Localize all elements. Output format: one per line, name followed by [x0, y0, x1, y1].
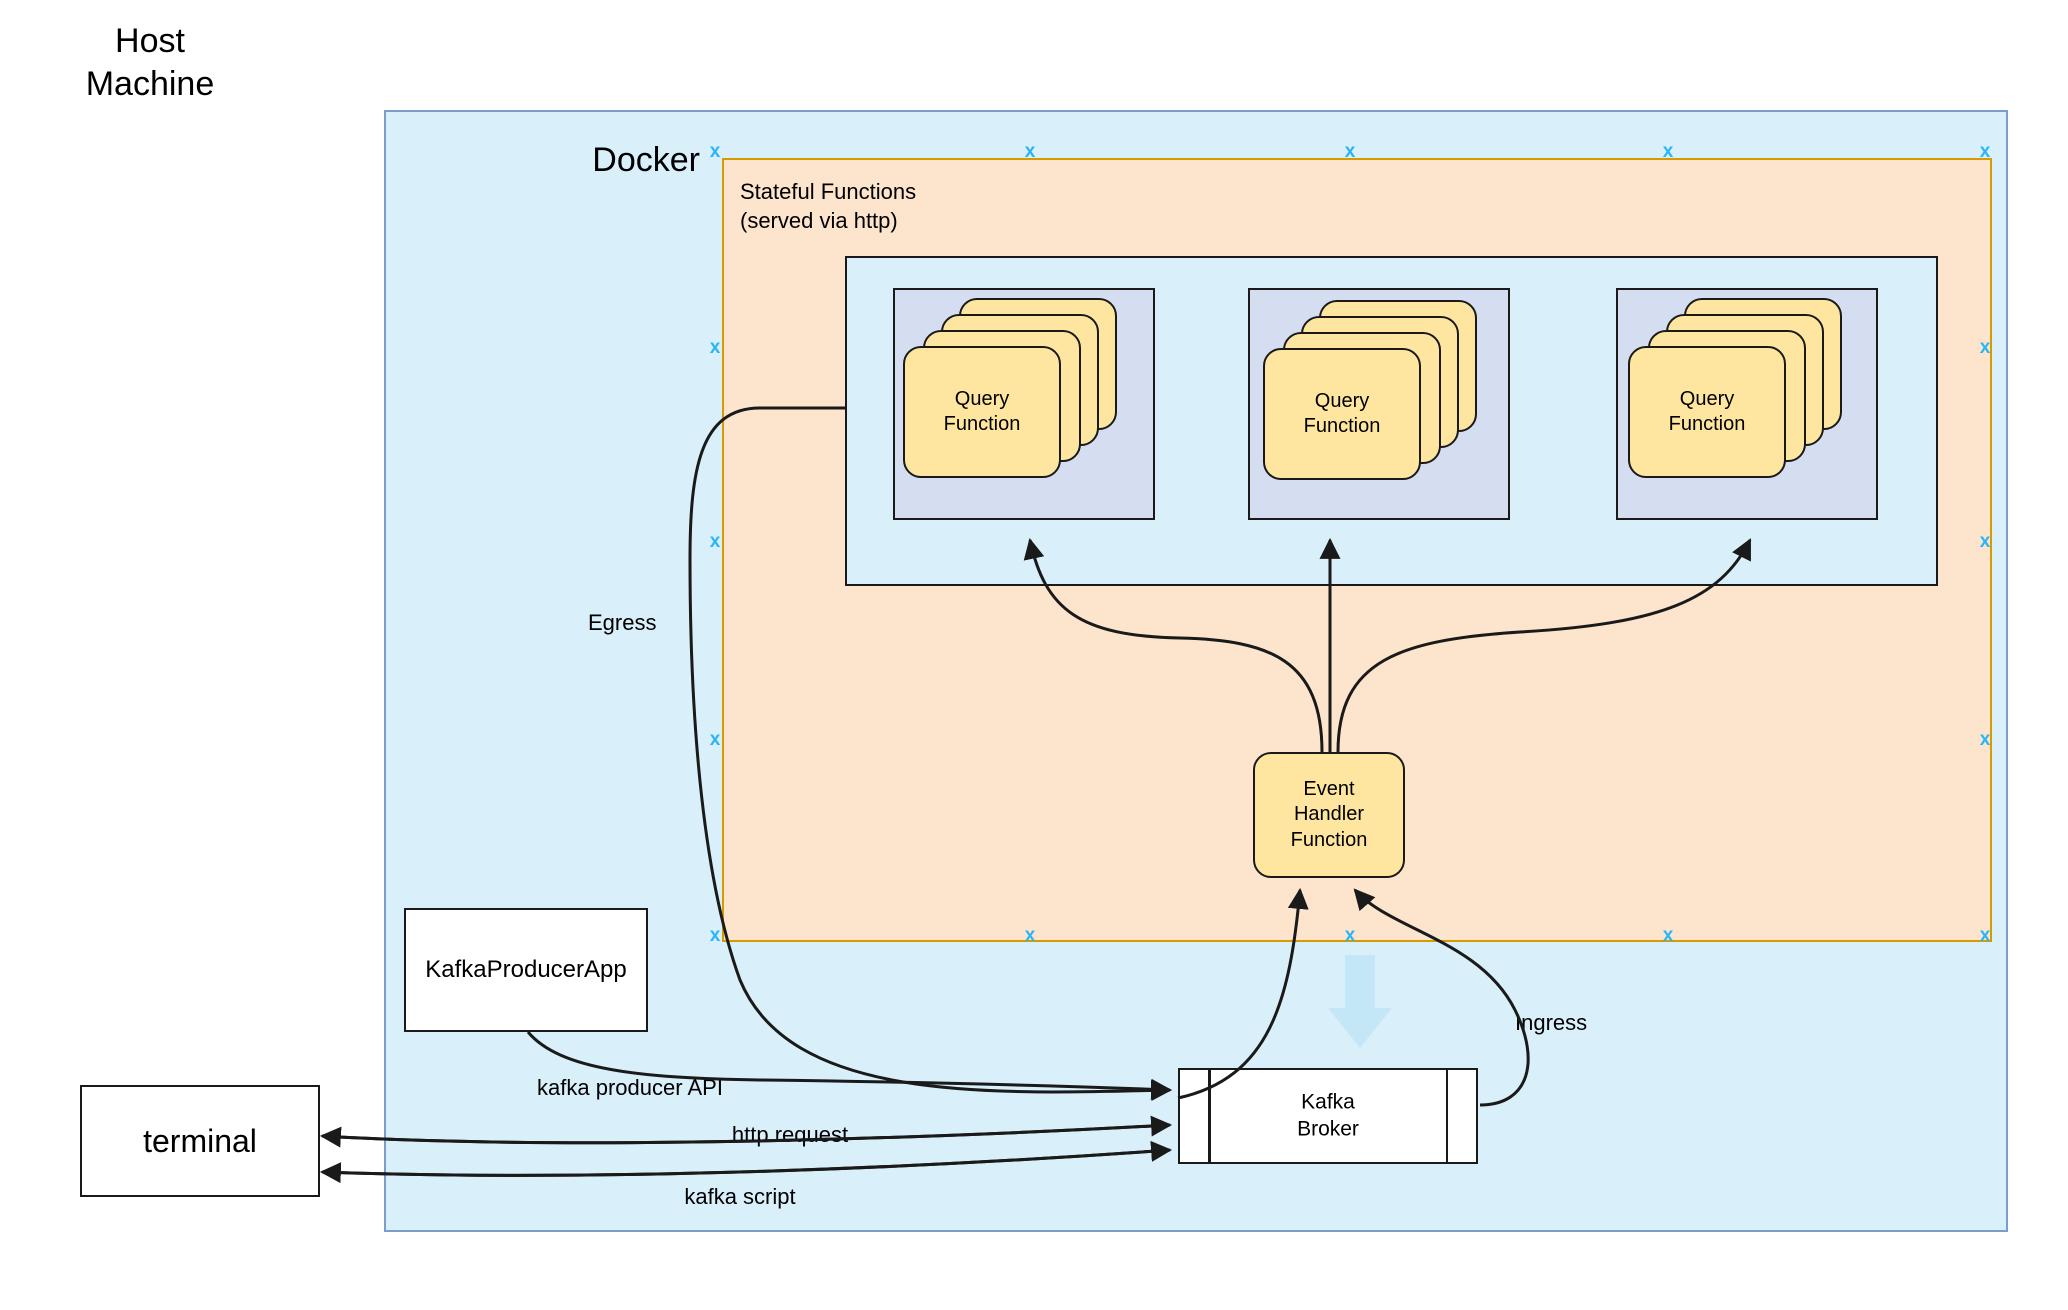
selection-handle-icon[interactable]: x	[1662, 925, 1674, 946]
query-function-stack-2[interactable]: Query Function	[1263, 300, 1493, 500]
selection-handle-icon[interactable]: x	[1024, 141, 1036, 162]
selection-handle-icon[interactable]: x	[1024, 925, 1036, 946]
process-bar-left	[1208, 1070, 1211, 1162]
selection-handle-icon[interactable]: x	[709, 925, 721, 946]
terminal-box[interactable]: terminal	[80, 1085, 320, 1197]
event-handler-function[interactable]: Event Handler Function	[1253, 752, 1405, 878]
selection-handle-icon[interactable]: x	[709, 531, 721, 552]
egress-label: Egress	[588, 610, 657, 635]
selection-handle-icon[interactable]: x	[1979, 141, 1991, 162]
selection-handle-icon[interactable]: x	[1979, 729, 1991, 750]
selection-handle-icon[interactable]: x	[1662, 141, 1674, 162]
kafka-producer-app-box[interactable]: KafkaProducerApp	[404, 908, 648, 1032]
selection-handle-icon[interactable]: x	[1979, 337, 1991, 358]
kafka-script-label: kafka script	[684, 1184, 796, 1209]
selection-handle-icon[interactable]: x	[1979, 925, 1991, 946]
query-function-card-front[interactable]: Query Function	[1628, 346, 1786, 478]
query-function-card-front[interactable]: Query Function	[1263, 348, 1421, 480]
selection-handle-icon[interactable]: x	[709, 141, 721, 162]
selection-handle-icon[interactable]: x	[1979, 531, 1991, 552]
event-handler-label: Event Handler Function	[1290, 777, 1368, 851]
docker-label: Docker	[592, 141, 700, 179]
selection-handle-icon[interactable]: x	[709, 337, 721, 358]
host-machine-label: Host Machine	[85, 22, 215, 103]
process-bar-right	[1445, 1070, 1448, 1162]
query-function-label: Query Function	[1668, 388, 1746, 435]
kafka-broker-label: Kafka Broker	[1297, 1090, 1359, 1141]
selection-handle-icon[interactable]: x	[1344, 141, 1356, 162]
kafka-producer-app-label: KafkaProducerApp	[425, 956, 627, 983]
query-function-stack-3[interactable]: Query Function	[1628, 298, 1858, 498]
stateful-functions-label: Stateful Functions (served via http)	[740, 179, 917, 233]
terminal-label: terminal	[143, 1122, 257, 1159]
selection-handle-icon[interactable]: x	[709, 729, 721, 750]
query-function-label: Query Function	[1303, 390, 1381, 437]
kafka-broker-box[interactable]: Kafka Broker	[1178, 1068, 1478, 1164]
selection-handle-icon[interactable]: x	[1344, 925, 1356, 946]
